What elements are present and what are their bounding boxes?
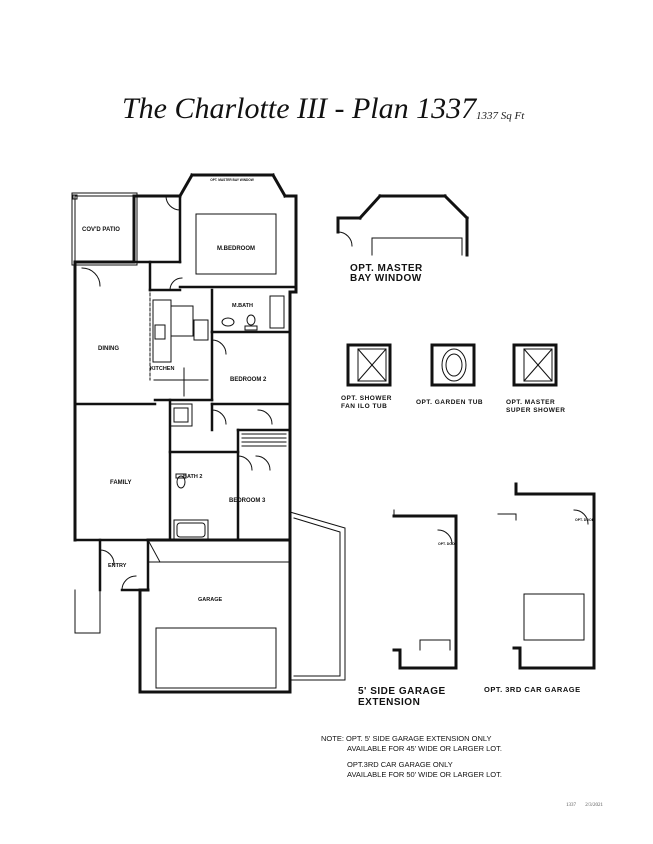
room-label-kitchen: KITCHEN [150, 366, 174, 372]
covered-patio-outline [71, 192, 138, 266]
room-labels: COV'D PATIO M.BEDROOM M.BATH DINING KITC… [82, 178, 595, 603]
room-label-master-bath: M.BATH [232, 303, 253, 309]
opt-garden-tub-detail [430, 343, 476, 387]
label-opt-super-shower-2: SUPER SHOWER [506, 407, 565, 414]
room-label-dining: DINING [98, 346, 119, 352]
note-third-garage-1: OPT.3RD CAR GARAGE ONLY [347, 760, 453, 769]
note-side-garage-1: NOTE: OPT. 5' SIDE GARAGE EXTENSION ONLY [321, 734, 492, 743]
label-opt-super-shower-1: OPT. MASTER [506, 399, 555, 406]
opt-side-garage-detail [392, 514, 458, 670]
label-side-garage-2: EXTENSION [358, 697, 420, 708]
footer-plan-number: 1337 [566, 803, 576, 808]
room-label-covd-patio: COV'D PATIO [82, 227, 120, 233]
opt-shower-detail [346, 343, 392, 387]
room-label-family: FAMILY [110, 480, 131, 486]
house-outer-walls [73, 172, 298, 542]
room-label-bedroom-3: BEDROOM 3 [229, 498, 266, 504]
opt-bay-window-detail [336, 193, 470, 257]
option-labels: OPT. MASTER BAY WINDOW OPT. SHOWER FAN I… [341, 263, 581, 708]
opt-super-shower-detail [512, 343, 558, 387]
label-opt-master-bay-2: BAY WINDOW [350, 273, 422, 284]
label-third-car-garage: OPT. 3RD CAR GARAGE [484, 685, 581, 694]
room-label-master-bedroom: M.BEDROOM [217, 246, 255, 252]
room-label-opt-bay-window: OPT. MASTER BAY WINDOW [210, 178, 254, 182]
note-side-garage-2: AVAILABLE FOR 45' WIDE OR LARGER LOT. [347, 744, 502, 753]
label-opt-door-2: OPT. DOOR [575, 518, 595, 522]
label-side-garage-1: 5' SIDE GARAGE [358, 686, 446, 697]
square-footage: 1337 Sq Ft [476, 110, 525, 122]
interior-details [74, 195, 287, 634]
label-opt-garden-tub: OPT. GARDEN TUB [416, 399, 483, 406]
interior-walls [73, 194, 298, 592]
garage-walls [138, 538, 292, 694]
footer-date: 2/3/2021 [585, 803, 604, 808]
plan-title: The Charlotte III - Plan 1337 [122, 92, 477, 125]
room-label-garage: GARAGE [198, 597, 222, 603]
label-opt-shower-1: OPT. SHOWER [341, 395, 392, 402]
footer-stamp: 1337 2/3/2021 [566, 803, 611, 808]
room-label-entry: ENTRY [108, 563, 127, 569]
opt-third-garage-detail [512, 482, 596, 670]
garage-door [147, 539, 291, 689]
room-label-bedroom-2: BEDROOM 2 [230, 377, 267, 383]
label-opt-shower-2: FAN ILO TUB [341, 403, 387, 410]
label-opt-master-bay-1: OPT. MASTER [350, 263, 423, 274]
title-block: The Charlotte III - Plan 1337 1337 Sq Ft [0, 92, 653, 132]
side-extension-outline [289, 511, 346, 681]
note-third-garage-2: AVAILABLE FOR 50' WIDE OR LARGER LOT. [347, 770, 502, 779]
room-label-bath-2: BATH 2 [183, 474, 202, 480]
label-opt-door-1: OPT. DOOR [438, 542, 458, 546]
